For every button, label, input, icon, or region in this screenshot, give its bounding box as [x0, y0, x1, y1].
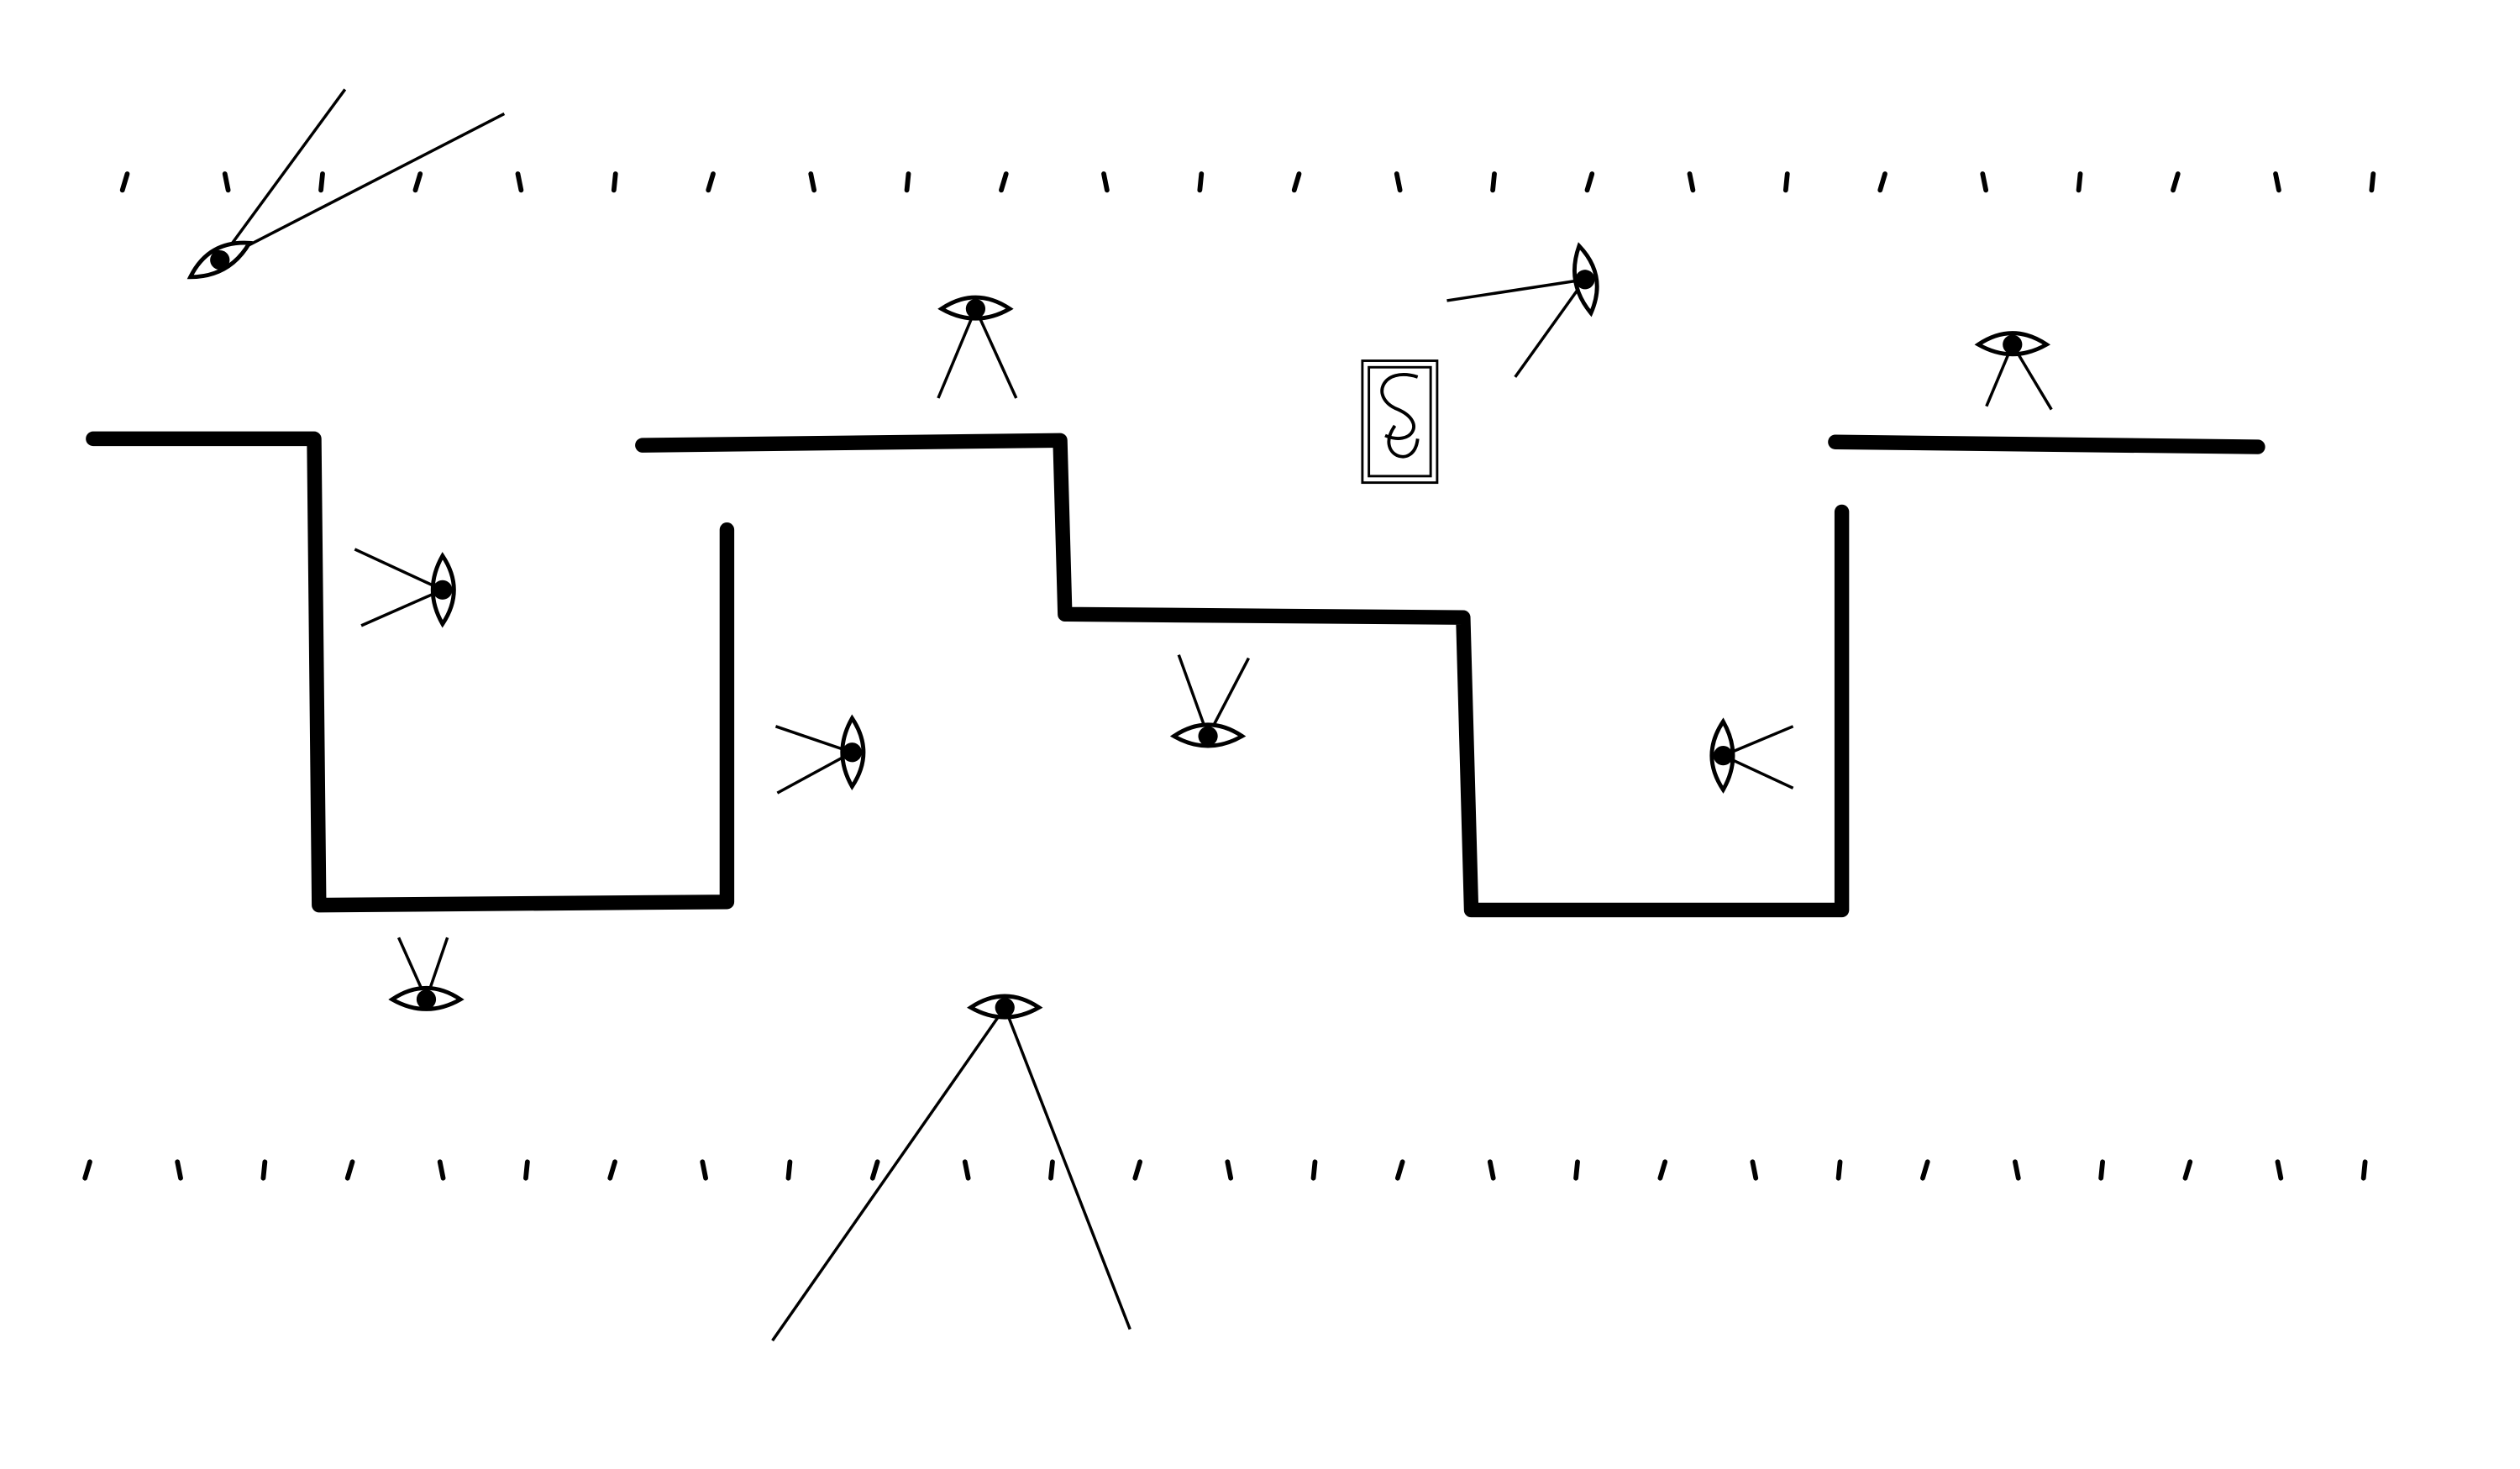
dash-mark — [515, 171, 524, 193]
dash-mark — [1980, 171, 1989, 193]
dash-mark — [2369, 171, 2376, 193]
dash-mark — [175, 1159, 183, 1181]
sight-line — [360, 588, 444, 627]
sight-line — [1003, 1006, 1131, 1330]
dash-mark — [962, 1159, 971, 1181]
symbol-box — [1361, 359, 1439, 485]
sight-line — [1722, 725, 1794, 758]
eyes — [186, 88, 2053, 1342]
dash-mark — [611, 171, 618, 193]
dash-mark — [412, 171, 423, 193]
dash-mark — [1310, 1159, 1318, 1181]
wall-right — [1828, 434, 2265, 454]
sight-line — [776, 751, 853, 795]
walls — [86, 431, 2265, 918]
dash-mark — [1101, 171, 1110, 193]
sight-line — [774, 725, 853, 754]
dash-mark — [2182, 1159, 2193, 1181]
dash-mark — [1657, 1159, 1668, 1181]
dash-mark — [437, 1159, 446, 1181]
dash-mark — [2273, 171, 2281, 193]
dash-mark — [1687, 171, 1696, 193]
symbol-box-icon — [1361, 359, 1439, 485]
sight-line — [1177, 654, 1210, 737]
dash-mark — [808, 171, 817, 193]
dash-mark — [607, 1159, 617, 1181]
eye-watcher — [1169, 654, 1251, 748]
dash-mark — [1225, 1159, 1234, 1181]
dash-mark — [1291, 171, 1302, 193]
sight-line — [218, 112, 506, 262]
wall-left — [86, 431, 735, 913]
dash-mark — [523, 1159, 530, 1181]
dash-mark — [2171, 171, 2181, 193]
sight-line — [218, 88, 347, 261]
eye-watcher — [937, 295, 1018, 399]
dash-mark — [1573, 1159, 1580, 1181]
dash-mark — [2076, 171, 2083, 193]
dash-mark — [344, 1159, 355, 1181]
dash-mark — [1394, 171, 1403, 193]
dash-mark — [2098, 1159, 2105, 1181]
sight-line — [937, 307, 978, 399]
dash-mark — [904, 171, 911, 193]
dash-mark — [1877, 171, 1887, 193]
eye-icon — [1709, 717, 1735, 794]
eye-watcher — [771, 994, 1131, 1342]
sight-line — [771, 1006, 1006, 1342]
dash-mark — [1835, 1159, 1843, 1181]
eye-watcher — [1446, 242, 1599, 378]
eye-icon — [388, 985, 465, 1011]
sight-line — [1722, 754, 1794, 790]
dash-mark — [1394, 1159, 1405, 1181]
eye-watcher — [186, 88, 506, 280]
eye-icon — [1974, 331, 2051, 357]
dash-mark — [318, 171, 325, 193]
dash-mark — [1490, 171, 1497, 193]
dash-mark — [2013, 1159, 2021, 1181]
eye-watcher — [388, 936, 465, 1011]
eye-icon — [967, 994, 1043, 1020]
dash-mark — [1048, 1159, 1055, 1181]
eye-watcher — [774, 714, 866, 795]
sight-line — [974, 307, 1018, 399]
dash-mark — [1132, 1159, 1143, 1181]
dash-mark — [260, 1159, 268, 1181]
dash-rows — [82, 171, 2376, 1181]
dash-mark — [222, 171, 231, 193]
eye-watcher — [1974, 331, 2053, 411]
dash-mark — [1782, 171, 1790, 193]
eye-icon — [186, 240, 254, 280]
dash-mark — [1197, 171, 1205, 193]
eye-icon — [840, 714, 866, 791]
dash-mark — [2275, 1159, 2284, 1181]
eye-watcher — [354, 548, 456, 628]
sight-line — [1446, 278, 1586, 302]
eye-icon — [937, 295, 1014, 321]
dash-mark — [119, 171, 130, 193]
eye-watcher — [1709, 717, 1794, 794]
dash-mark — [700, 1159, 709, 1181]
dash-mark — [2360, 1159, 2368, 1181]
dash-mark — [1750, 1159, 1759, 1181]
eye-icon — [1169, 722, 1247, 748]
dash-mark — [999, 171, 1009, 193]
sight-line — [354, 548, 444, 591]
dash-mark — [1920, 1159, 1930, 1181]
dash-mark — [1584, 171, 1595, 193]
dash-mark — [785, 1159, 793, 1181]
dash-mark — [706, 171, 716, 193]
sight-line — [1514, 278, 1587, 378]
dash-mark — [869, 1159, 880, 1181]
dash-mark — [1487, 1159, 1496, 1181]
eye-icon — [430, 552, 456, 628]
wall-middle — [635, 433, 1850, 918]
eye-icon — [1572, 242, 1599, 317]
dash-mark — [82, 1159, 92, 1181]
